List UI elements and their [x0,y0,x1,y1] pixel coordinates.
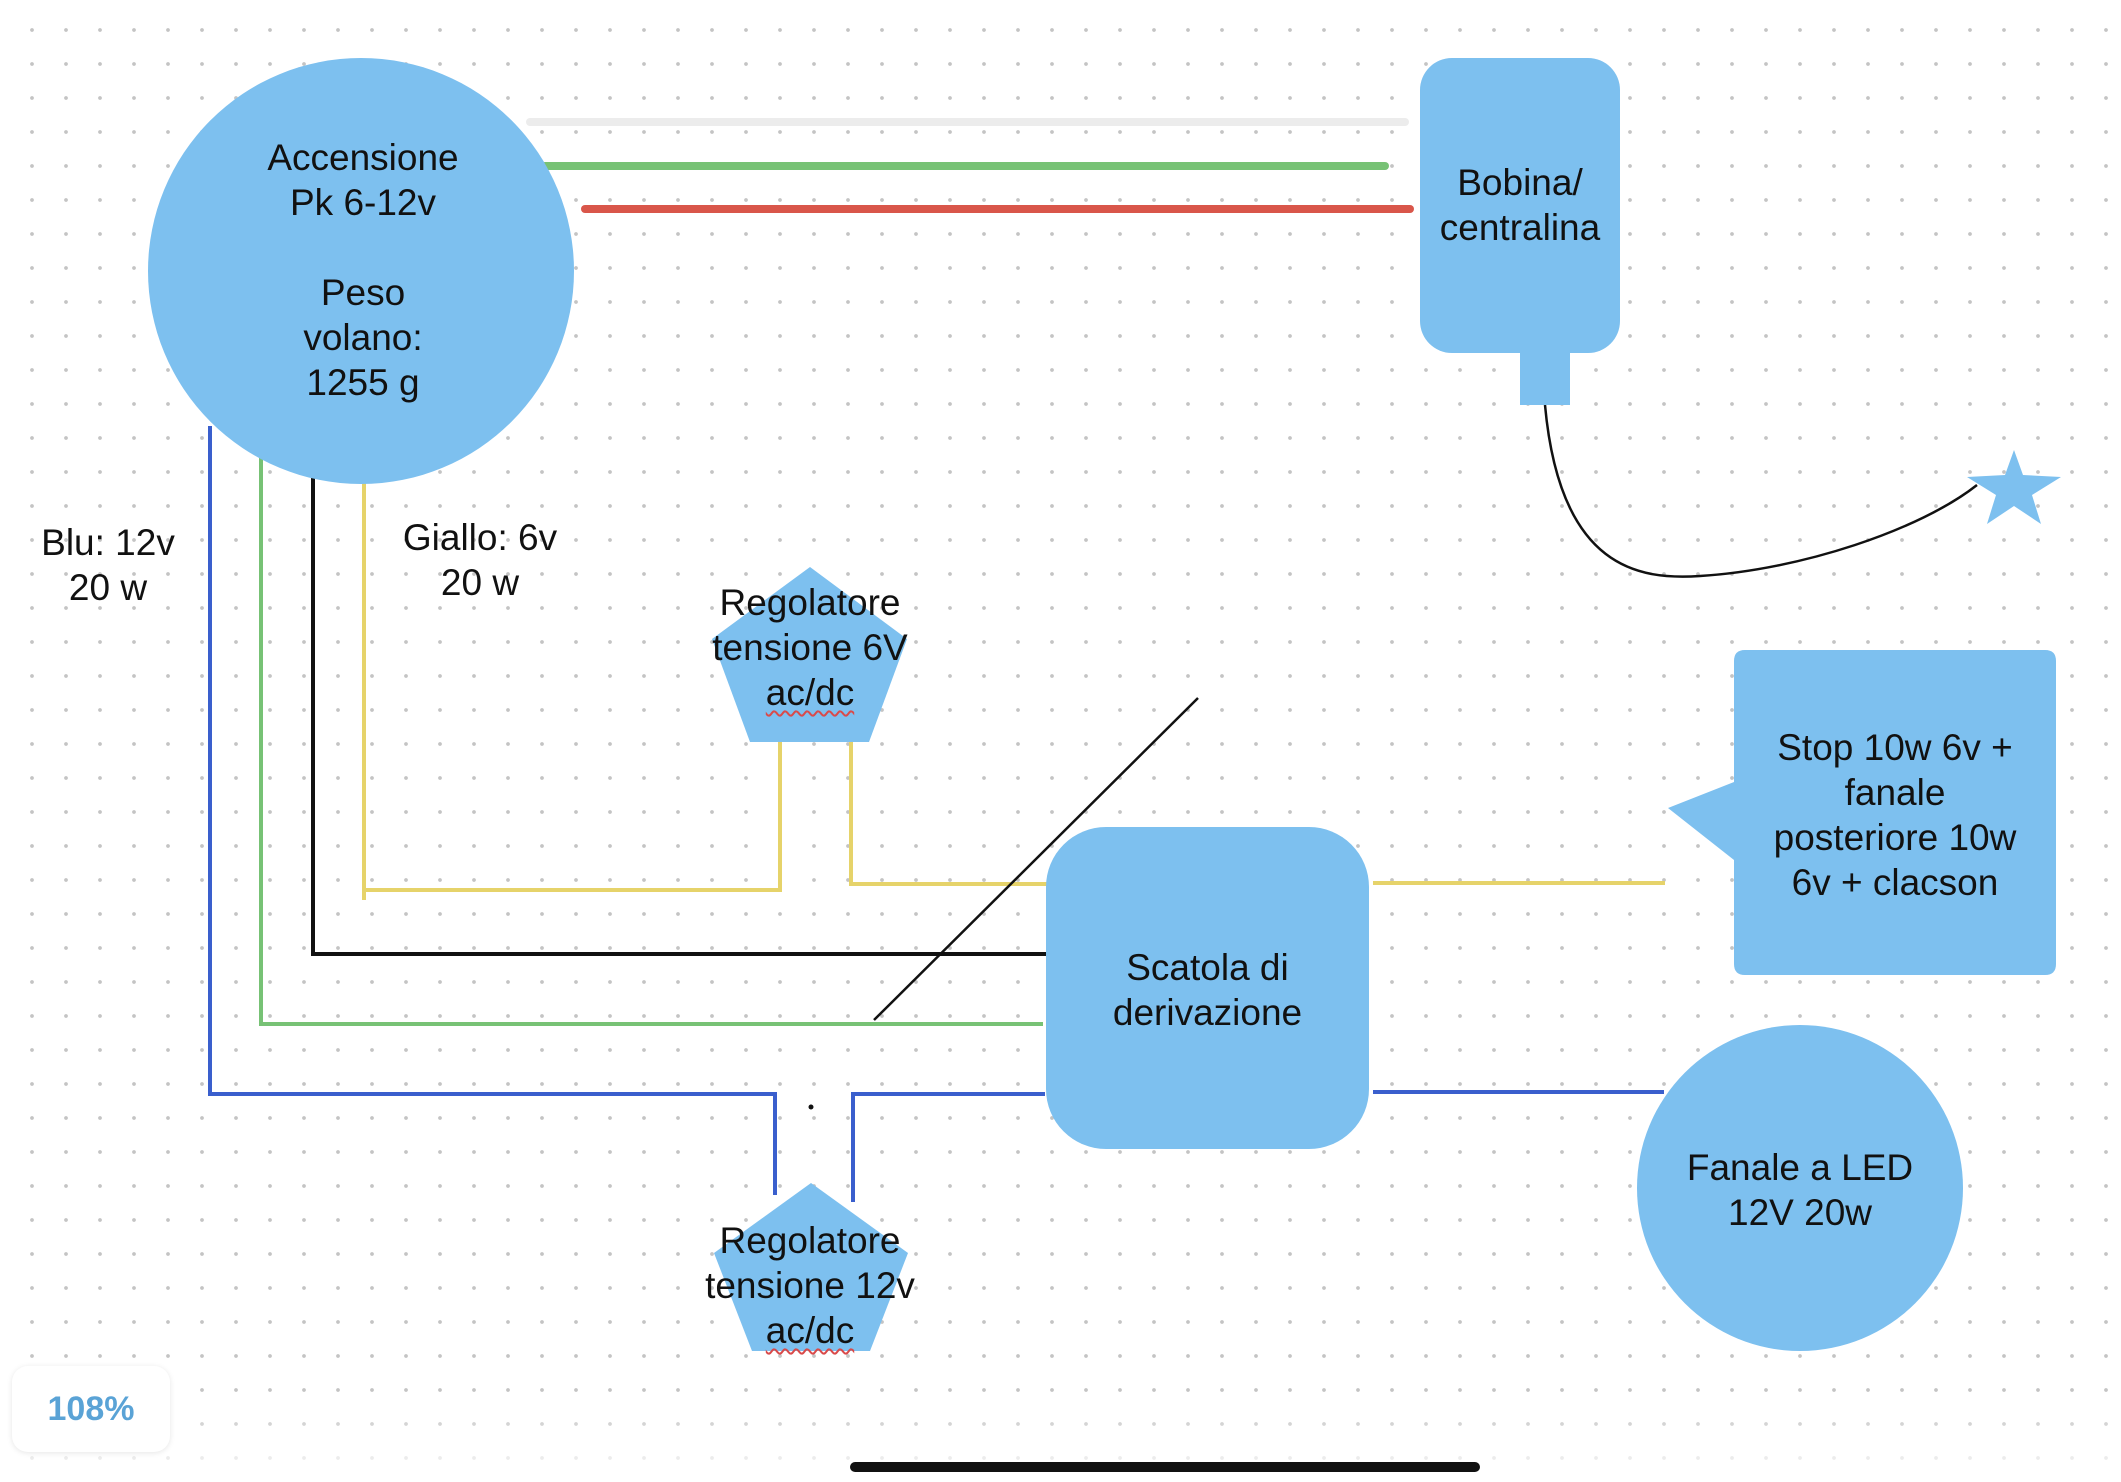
home-indicator[interactable] [850,1462,1480,1472]
fanale-led-circle[interactable] [1637,1025,1963,1351]
wire-yellow-to-scatola[interactable] [849,742,1053,886]
label-blu[interactable]: Blu: 12v 20 w [41,522,175,608]
diagonal-stroke[interactable] [873,697,1199,1021]
accensione-circle[interactable] [148,58,574,484]
stop-speech-bubble[interactable] [1668,650,2056,975]
wire-blue-main[interactable] [208,426,777,1195]
bobina-box[interactable] [1420,58,1620,353]
regolatore-6v-pentagon[interactable] [712,567,907,742]
label-giallo[interactable]: Giallo: 6v 20 w [402,517,558,603]
scatola-box[interactable] [1046,827,1369,1149]
zoom-level-button[interactable]: 108% [12,1366,170,1452]
wire-green-main[interactable] [259,452,1043,1026]
ignition-lead-curve[interactable] [1543,404,1978,578]
star-icon[interactable] [1967,450,2061,524]
regolatore-12v-pentagon[interactable] [714,1183,908,1351]
wire-blue-to-scatola[interactable] [851,1092,1045,1202]
wire-black-main[interactable] [311,468,1046,956]
wire-yellow-main[interactable] [362,476,782,900]
bobina-connector[interactable] [1520,350,1570,405]
stray-dot [808,1104,814,1110]
